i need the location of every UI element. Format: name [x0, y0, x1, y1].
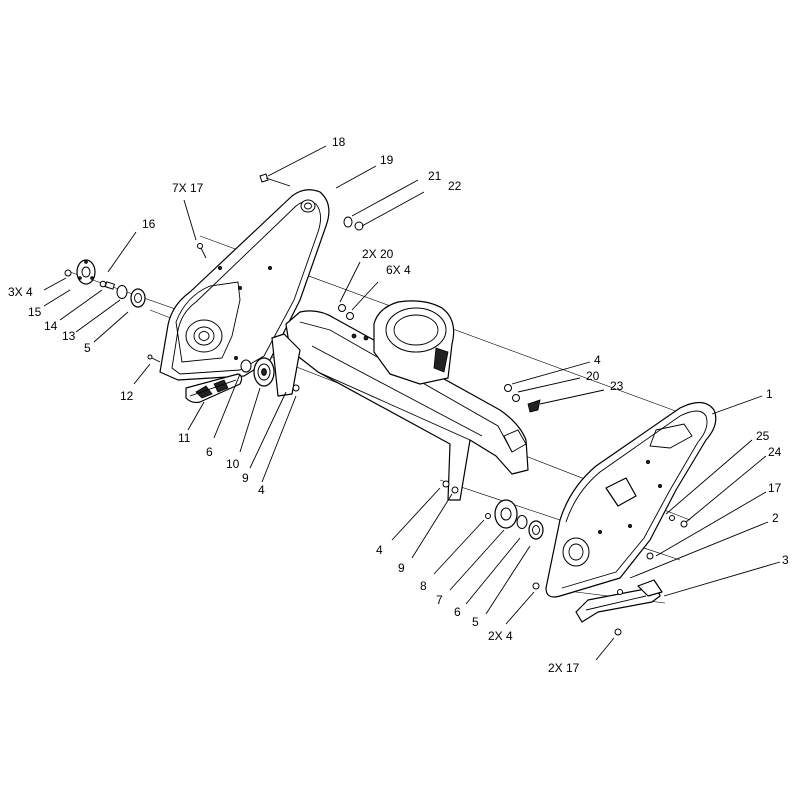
auger-housing [271, 300, 529, 501]
left-bearing-flange [240, 357, 275, 387]
center-small-parts [338, 304, 541, 413]
callout-14: 14 [44, 319, 58, 333]
callout-10: 10 [226, 457, 240, 471]
callout-12: 12 [120, 389, 134, 403]
callout-2: 2 [772, 511, 779, 525]
right-fasteners [532, 515, 688, 636]
callout-25: 25 [756, 429, 770, 443]
callout-3x4: 3X 4 [8, 285, 33, 299]
callout-2x20: 2X 20 [362, 247, 394, 261]
callout-15: 15 [28, 305, 42, 319]
callout-4-center: 4 [594, 353, 601, 367]
right-skid-shoe [575, 579, 663, 623]
callout-16: 16 [142, 217, 156, 231]
callout-11: 11 [178, 431, 191, 445]
right-bearing-stack [442, 480, 544, 540]
callout-7x17: 7X 17 [172, 181, 204, 195]
callout-6-left: 6 [206, 445, 213, 459]
callout-9-left: 9 [242, 471, 249, 485]
right-side-plate [545, 401, 717, 598]
callout-20: 20 [586, 369, 600, 383]
left-bearing-stack [64, 259, 146, 308]
callout-4-left: 4 [258, 483, 265, 497]
callout-3: 3 [782, 553, 789, 567]
callout-7: 7 [436, 593, 443, 607]
callout-13: 13 [62, 329, 76, 343]
leader-lines [43, 145, 781, 661]
callout-18: 18 [332, 135, 346, 149]
callout-labels: 18 19 21 22 7X 17 16 3X 4 15 14 13 5 12 … [8, 135, 789, 675]
callout-8: 8 [420, 579, 427, 593]
callout-9-right: 9 [398, 561, 405, 575]
callout-6x4: 6X 4 [386, 263, 411, 277]
callout-23: 23 [610, 379, 624, 393]
callout-5-right: 5 [472, 615, 479, 629]
callout-1: 1 [766, 387, 773, 401]
callout-4-right: 4 [376, 543, 383, 557]
callout-5-left: 5 [84, 341, 91, 355]
callout-24: 24 [768, 445, 782, 459]
left-side-plate [159, 189, 330, 381]
callout-17: 17 [768, 481, 782, 495]
callout-19: 19 [380, 153, 394, 167]
callout-2x17: 2X 17 [548, 661, 580, 675]
callout-2x4: 2X 4 [488, 629, 513, 643]
callout-6-right: 6 [454, 605, 461, 619]
callout-21: 21 [428, 169, 442, 183]
callout-22: 22 [448, 179, 462, 193]
left-skid-shoe [185, 373, 243, 404]
